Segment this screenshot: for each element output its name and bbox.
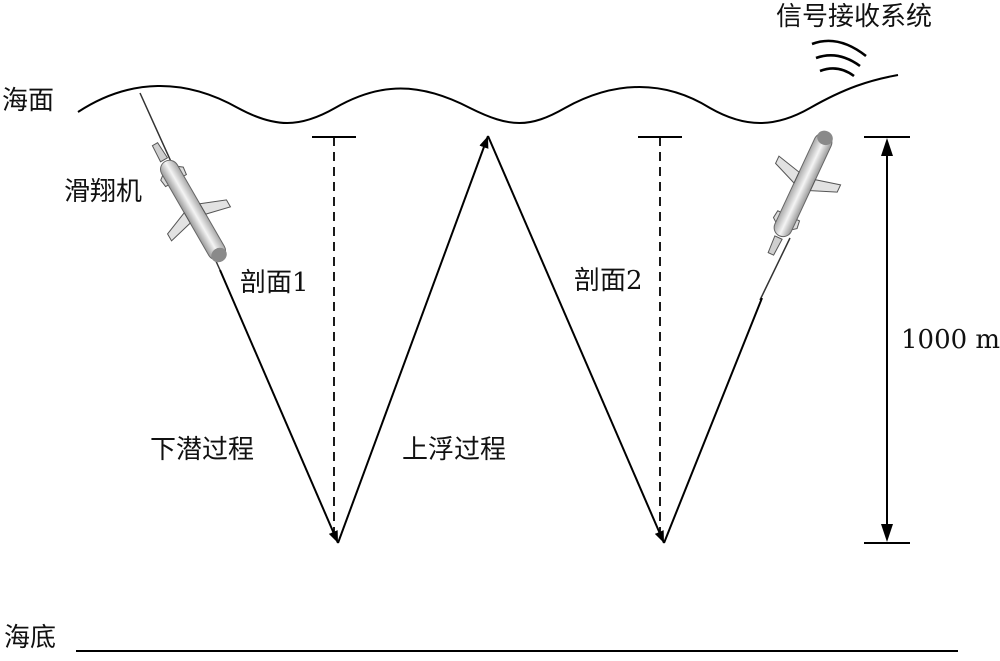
glider-ascending-icon bbox=[767, 130, 842, 256]
label-receiver: 信号接收系统 bbox=[776, 2, 933, 32]
profile-2-marker bbox=[638, 136, 682, 533]
label-profile-2: 剖面2 bbox=[574, 266, 643, 296]
label-ascent: 上浮过程 bbox=[402, 435, 507, 465]
label-glider: 滑翔机 bbox=[64, 177, 143, 207]
trajectory-ascent-2 bbox=[663, 297, 763, 544]
label-profile-1: 剖面1 bbox=[240, 268, 309, 298]
label-dive: 下潜过程 bbox=[150, 435, 255, 465]
trajectory-descent-1 bbox=[219, 269, 339, 544]
label-seabed: 海底 bbox=[4, 623, 57, 653]
label-depth: 1000 m bbox=[901, 325, 1000, 355]
sea-surface-line bbox=[77, 74, 899, 124]
signal-wave-icon bbox=[811, 39, 867, 78]
trajectory-descent-2 bbox=[487, 135, 665, 544]
depth-scale bbox=[864, 136, 910, 544]
trajectory-ascent-1 bbox=[337, 135, 489, 544]
profile-1-marker bbox=[312, 136, 356, 533]
glider-tether-right bbox=[759, 237, 791, 301]
glider-diving-icon bbox=[151, 142, 232, 263]
label-sea-surface: 海面 bbox=[2, 86, 55, 116]
